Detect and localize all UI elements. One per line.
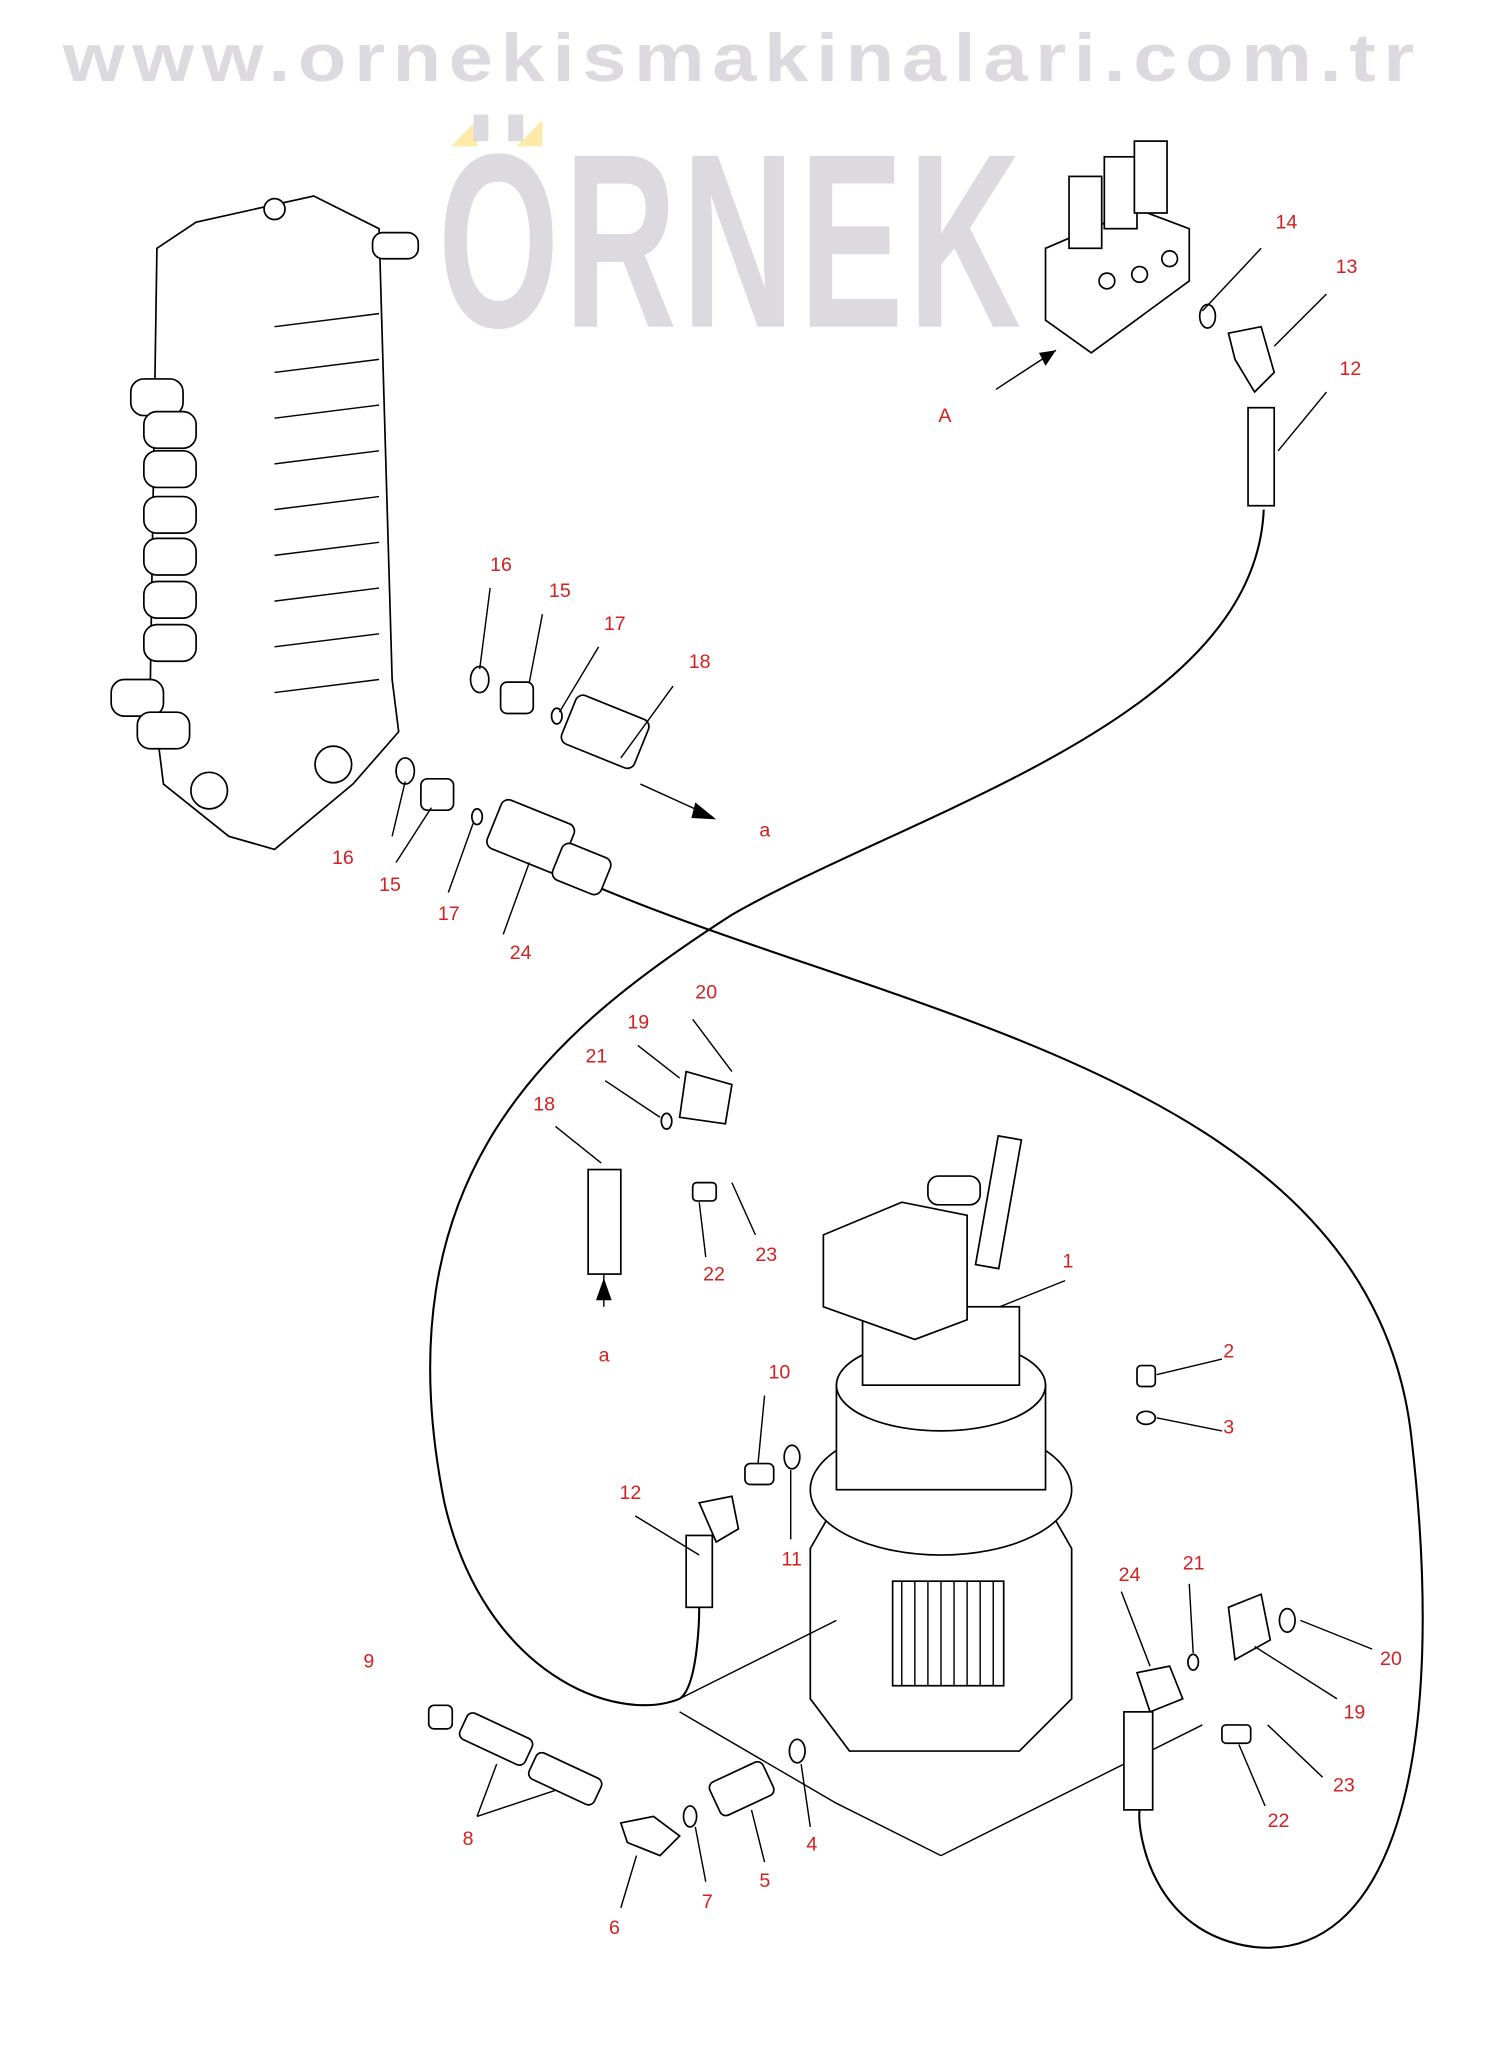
view-label: A [938, 405, 952, 427]
lower-fittings [427, 1070, 1296, 1857]
watermark: ÖRNEK www.ornekismakinalari.com.tr [62, 20, 1422, 380]
callout-22: 22 [703, 1264, 725, 1286]
hoses [429, 509, 1424, 1949]
callout-2: 2 [1223, 1341, 1234, 1363]
callout-10: 10 [768, 1362, 790, 1384]
callout-9: 9 [363, 1650, 374, 1672]
callout-22: 22 [1268, 1810, 1290, 1832]
callout-19: 19 [1343, 1701, 1365, 1723]
leader-lines [391, 247, 1373, 1909]
callout-21: 21 [586, 1045, 608, 1067]
watermark-url: www.ornekismakinalari.com.tr [62, 20, 1422, 96]
callout-4: 4 [806, 1833, 817, 1855]
callout-17: 17 [604, 613, 626, 635]
callout-7: 7 [702, 1891, 713, 1913]
callout-17: 17 [438, 903, 460, 925]
watermark-brand: ÖRNEK [438, 102, 1026, 380]
callout-18: 18 [689, 651, 711, 673]
control-valve [110, 195, 420, 851]
callout-20: 20 [1380, 1648, 1402, 1670]
solenoid-valve [995, 140, 1276, 507]
callout-8: 8 [463, 1828, 474, 1850]
callout-20: 20 [695, 981, 717, 1003]
connection-label: a [759, 819, 770, 841]
callout-21: 21 [1183, 1552, 1205, 1574]
callout-12: 12 [1340, 358, 1362, 380]
callout-13: 13 [1336, 256, 1358, 278]
callout-11: 11 [782, 1548, 802, 1570]
callout-5: 5 [759, 1870, 770, 1892]
callout-3: 3 [1223, 1417, 1234, 1439]
swing-motor [679, 1134, 1203, 1857]
callout-16: 16 [490, 554, 512, 576]
callout-16: 16 [332, 847, 354, 869]
callout-15: 15 [379, 874, 401, 896]
callout-15: 15 [549, 580, 571, 602]
upper-fittings [395, 665, 717, 896]
callout-23: 23 [755, 1244, 777, 1266]
connection-label: a [599, 1345, 610, 1367]
callout-12: 12 [620, 1482, 642, 1504]
callout-23: 23 [1333, 1775, 1355, 1797]
callout-19: 19 [627, 1011, 649, 1033]
callout-24: 24 [1119, 1564, 1141, 1586]
callout-24: 24 [510, 942, 532, 964]
callout-6: 6 [609, 1917, 620, 1939]
watermark-dot-left [450, 120, 478, 147]
callout-18: 18 [533, 1094, 555, 1116]
callout-1: 1 [1063, 1251, 1074, 1273]
callout-labels: 14 13 12 A 16 15 17 18 a 16 15 17 24 20 … [332, 212, 1402, 1939]
callout-14: 14 [1276, 212, 1298, 234]
